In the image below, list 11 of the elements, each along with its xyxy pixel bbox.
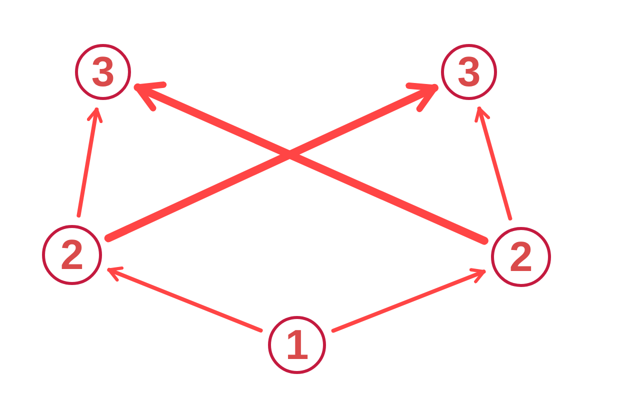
arrow <box>134 82 488 245</box>
arrow <box>107 266 263 333</box>
step-number: 3 <box>457 51 481 93</box>
step-number: 2 <box>509 236 533 278</box>
step-number: 2 <box>60 234 84 276</box>
arrow <box>104 82 438 242</box>
step-number: 3 <box>91 51 115 93</box>
arrow <box>76 107 103 218</box>
arrow <box>331 268 486 333</box>
arrow <box>474 106 512 220</box>
step-number: 1 <box>285 324 309 366</box>
